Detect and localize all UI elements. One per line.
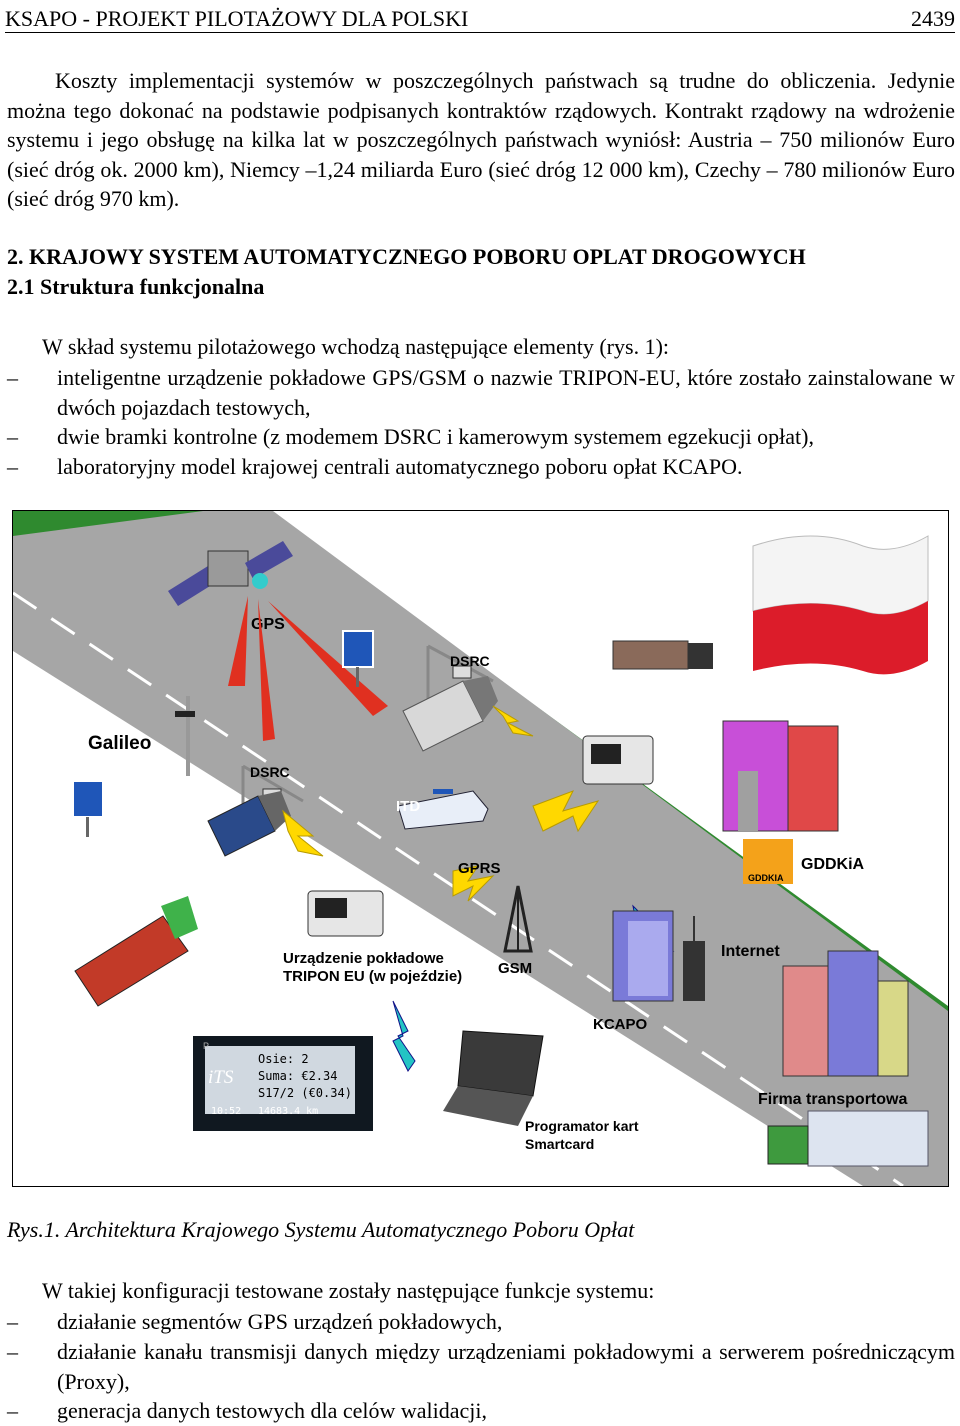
list-item-text: działanie segmentów GPS urządzeń pokłado…: [57, 1309, 503, 1334]
list-dash: –: [7, 1309, 18, 1334]
lightning-icon: [532, 790, 600, 833]
motorway-sign-icon: [72, 780, 104, 837]
itd-label: ITD: [396, 798, 420, 815]
lightning-icon: [282, 809, 324, 857]
programator-line1: Programator kart: [525, 1118, 639, 1134]
gps-label: GPS: [251, 616, 285, 633]
list-intro: W skład systemu pilotażowego wchodzą nas…: [42, 334, 670, 359]
truck-icon: [402, 676, 498, 752]
list-item-text: inteligentne urządzenie pokładowe GPS/GS…: [57, 365, 955, 420]
programator-line2: Smartcard: [525, 1136, 594, 1152]
list-item: – inteligentne urządzenie pokładowe GPS/G…: [7, 363, 955, 422]
device-display-photo: P iTS Osie: 2 Suma: €2.34 S17/2 (€0.34) …: [193, 1036, 373, 1131]
gprs-label: GPRS: [458, 860, 501, 877]
police-car-icon: [397, 789, 489, 830]
galileo-mast-icon: [175, 696, 195, 776]
truck-icon: [207, 791, 291, 857]
display-line3: S17/2 (€0.34): [258, 1086, 352, 1100]
display-line2: Suma: €2.34: [258, 1069, 337, 1083]
list-item-text: działanie kanału transmisji danych międz…: [57, 1339, 955, 1394]
gps-beam: [268, 601, 388, 716]
onboard-device-icon: [582, 735, 654, 785]
dsrc-label: DSRC: [450, 653, 490, 669]
architecture-diagram: GPS Galileo DSRC DSRC: [13, 511, 948, 1186]
polish-flag-icon: [752, 535, 929, 675]
internet-tower-icon: [683, 916, 705, 1001]
lightning-icon: [392, 1000, 416, 1072]
onboard-device-icon: [307, 890, 384, 937]
highway-road: [13, 511, 948, 1186]
gps-beam: [258, 599, 275, 741]
section-heading: 2. KRAJOWY SYSTEM AUTOMATYCZNEGO POBORU …: [7, 244, 806, 269]
kcapo-label: KCAPO: [593, 1016, 648, 1033]
lane-marking: [13, 591, 904, 1186]
list-dash: –: [7, 365, 18, 390]
figure-caption: Rys.1. Architektura Krajowego Systemu Au…: [7, 1217, 635, 1242]
its-logo: iTS: [208, 1067, 234, 1088]
list-item: – działanie kanału transmisji danych międ…: [7, 1337, 955, 1396]
office-building-icon: [722, 720, 839, 832]
motorway-sign-icon: [342, 630, 374, 687]
list-dash: –: [7, 1398, 18, 1423]
list-item: – dwie bramki kontrolne (z modemem DSRC i…: [7, 422, 955, 452]
truck-icon: [767, 1110, 929, 1167]
gddkia-label: GDDKiA: [801, 856, 865, 873]
firma-label: Firma transportowa: [758, 1091, 907, 1108]
list-item: – generacja danych testowych dla celów wa…: [7, 1396, 955, 1426]
laptop-icon: [443, 1030, 544, 1126]
list-dash: –: [7, 454, 18, 479]
display-time: 10:52: [211, 1106, 241, 1117]
list-item-text: dwie bramki kontrolne (z modemem DSRC i …: [57, 424, 814, 449]
display-line1: Osie: 2: [258, 1052, 309, 1066]
lightning-icon: [452, 865, 495, 902]
satellite-icon: [168, 541, 293, 606]
page-number: 2439: [911, 6, 955, 31]
gsm-label: GSM: [498, 960, 532, 977]
list-item: – działanie segmentów GPS urządzeń pokład…: [7, 1307, 955, 1337]
display-p: P: [203, 1041, 209, 1051]
lightning-icon: [492, 705, 534, 737]
display-km: 14683.4 km: [258, 1106, 318, 1117]
internet-label: Internet: [721, 943, 780, 960]
list-item-text: laboratoryjny model krajowej centrali au…: [57, 454, 743, 479]
list-dash: –: [7, 1339, 18, 1364]
transport-company-building-icon: [782, 950, 909, 1077]
kcapo-building-icon: [612, 910, 674, 1002]
truck-icon: [612, 640, 713, 670]
page-header: KSAPO - PROJEKT PILOTAŻOWY DLA POLSKI 24…: [5, 4, 955, 33]
dsrc-label: DSRC: [250, 764, 290, 780]
device-label-line1: Urządzenie pokładowe: [283, 950, 444, 967]
paragraph-costs-text: Koszty implementacji systemów w poszczeg…: [7, 68, 955, 211]
system-architecture-figure: GPS Galileo DSRC DSRC: [12, 510, 949, 1187]
truck-icon: [74, 896, 198, 1007]
list-item-text: generacja danych testowych dla celów wal…: [57, 1398, 488, 1423]
paragraph-costs: Koszty implementacji systemów w poszczeg…: [7, 66, 955, 214]
functions-intro: W takiej konfiguracji testowane zostały …: [42, 1278, 655, 1303]
gps-beam: [228, 596, 248, 686]
gddkia-logo-icon: GDDKIA: [743, 839, 793, 884]
list-item: – laboratoryjny model krajowej centrali a…: [7, 452, 955, 482]
device-label-line2: TRIPON EU (w pojeździe): [283, 968, 462, 985]
header-title: KSAPO - PROJEKT PILOTAŻOWY DLA POLSKI: [5, 6, 469, 31]
subsection-heading: 2.1 Struktura funkcjonalna: [7, 274, 265, 299]
gsm-tower-icon: [503, 885, 533, 953]
gddkia-logo-text: GDDKIA: [748, 873, 784, 883]
list-dash: –: [7, 424, 18, 449]
galileo-label: Galileo: [88, 733, 151, 754]
